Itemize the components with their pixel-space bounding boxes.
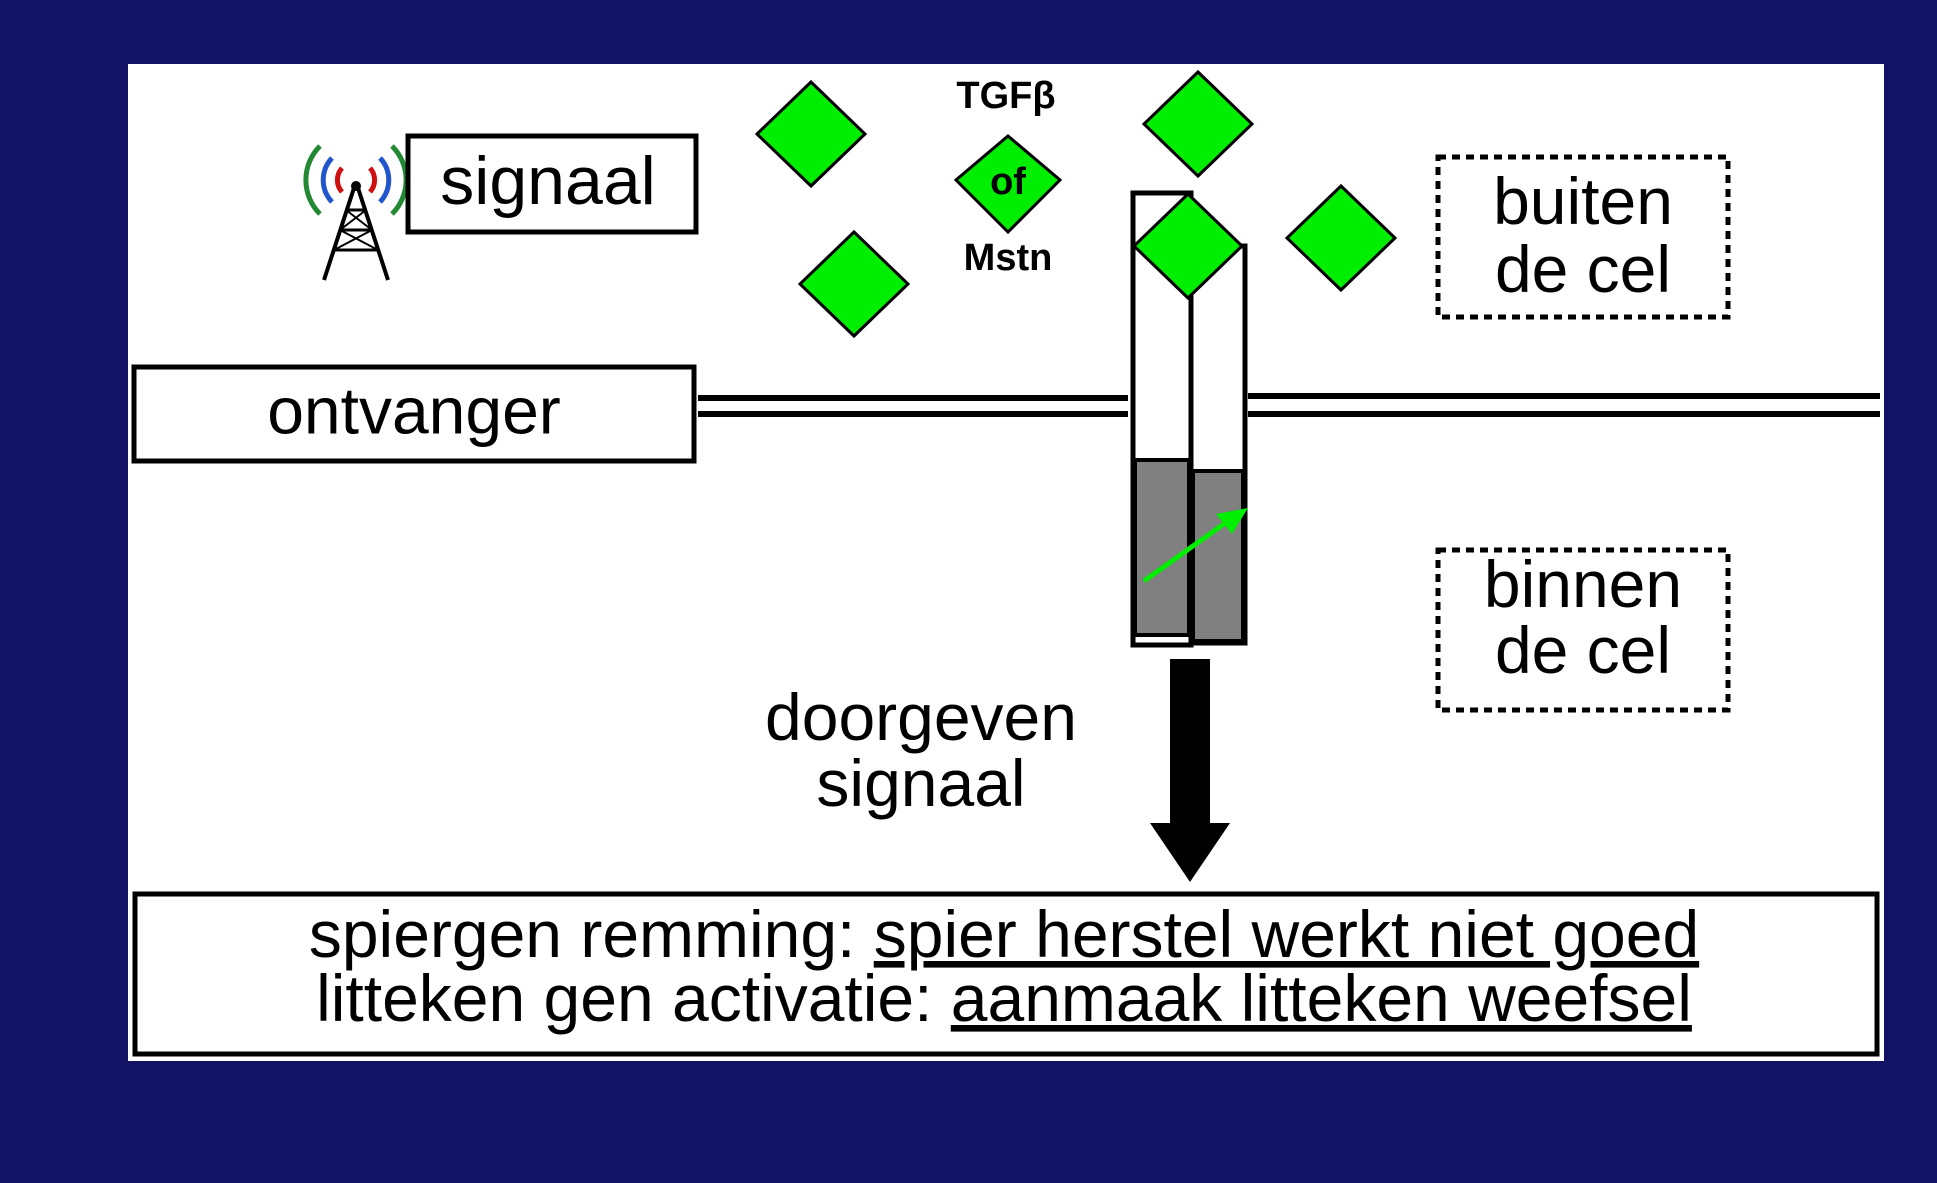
outside-label-line2: de cel [1495, 232, 1671, 306]
outside-cell-label: buiten de cel [1435, 154, 1731, 320]
outcome-line2-prefix: litteken gen activatie: [316, 961, 951, 1035]
receptor-complex [1130, 190, 1248, 648]
ligand-diamond [797, 229, 911, 339]
cell-membrane [698, 393, 1880, 417]
ligand-diamond [1131, 191, 1245, 301]
diagram: signaal TGFβ of Mstn buiten de cel [131, 69, 1880, 1057]
outside-label-line1: buiten [1493, 164, 1673, 238]
ligand-label-tgfb: TGFβ [956, 75, 1055, 117]
outcome-line1-effect: spier herstel werkt niet goed [874, 897, 1699, 971]
radio-tower-icon [303, 144, 409, 281]
receptor-label-box: ontvanger [131, 364, 697, 464]
down-arrow-icon [1150, 659, 1230, 882]
transmit-label-line2: signaal [816, 746, 1025, 820]
ligand-label-mstn: Mstn [964, 237, 1053, 279]
activation-arrow [1142, 508, 1248, 584]
transmit-label-line1: doorgeven [765, 680, 1077, 754]
ligand-diamond [1284, 183, 1398, 293]
receptor-label: ontvanger [267, 373, 561, 447]
ligand-diamond [754, 79, 868, 189]
slide-canvas: signaal TGFβ of Mstn buiten de cel [128, 64, 1884, 1061]
outcome-line1-prefix: spiergen remming: [309, 897, 874, 971]
inside-cell-label: binnen de cel [1435, 547, 1731, 713]
signal-label: signaal [440, 143, 656, 219]
inside-label-line1: binnen [1484, 547, 1682, 621]
ligand-label-or: of [990, 161, 1026, 203]
inside-label-line2: de cel [1495, 613, 1671, 687]
outcome-box: spiergen remming: spier herstel werkt ni… [132, 891, 1880, 1057]
ligand-diamond [953, 134, 1063, 235]
outcome-line2: litteken gen activatie: aanmaak litteken… [316, 961, 1692, 1035]
ligand-diamond [1141, 69, 1255, 179]
outcome-line2-effect: aanmaak litteken weefsel [951, 961, 1692, 1035]
outcome-line1: spiergen remming: spier herstel werkt ni… [309, 897, 1699, 971]
signal-label-box: signaal [405, 133, 699, 235]
